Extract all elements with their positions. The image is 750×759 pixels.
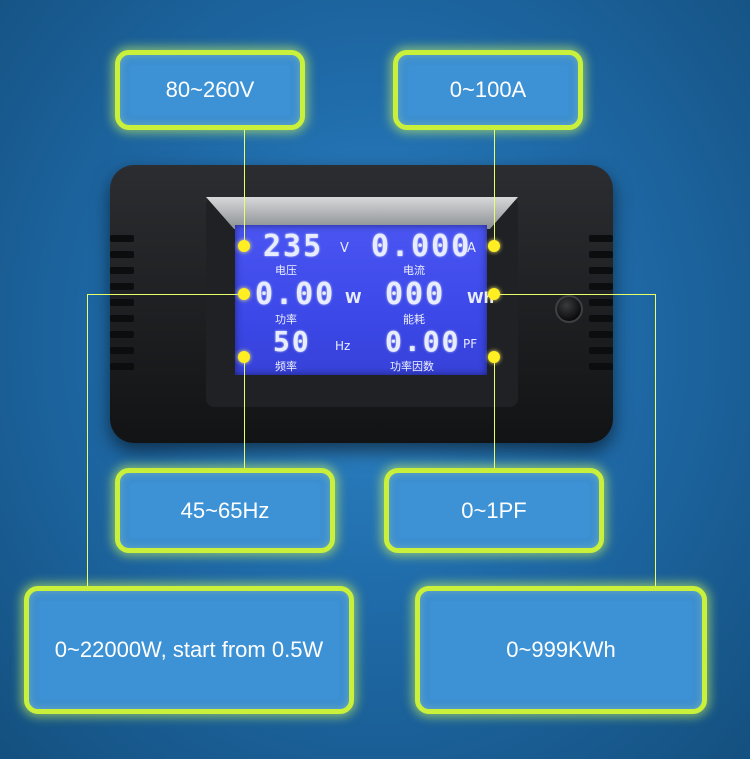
voltage-reading: 235 [263, 229, 324, 264]
frequency-range-text: 45~65Hz [180, 497, 270, 523]
leader-line [494, 357, 495, 468]
vent-slot [589, 331, 613, 338]
current-marker-dot [488, 240, 500, 252]
pf-unit: PF [463, 337, 478, 351]
energy-unit: Wh [467, 289, 495, 307]
pf-reading: 0.00 [385, 325, 461, 358]
current-label: 电流 [403, 264, 425, 277]
energy-label: 能耗 [403, 313, 425, 326]
power-factor-range-callout: 0~1PF [384, 468, 604, 553]
vent-slot [589, 315, 613, 322]
callout-inner-panel [130, 65, 290, 115]
callout-inner-panel [39, 601, 339, 699]
current-unit: A [467, 241, 476, 256]
leader-line [244, 130, 245, 246]
voltage-marker-dot [238, 240, 250, 252]
callout-inner-panel [408, 65, 568, 115]
voltage-label: 电压 [275, 264, 297, 277]
power-marker-dot [238, 288, 250, 300]
power-range-callout: 0~22000W, start from 0.5W [24, 586, 354, 714]
vent-slot [589, 235, 613, 242]
vent-slot [110, 251, 134, 258]
voltage-range-callout: 80~260V [115, 50, 305, 130]
energy-range-text: 0~999KWh [506, 637, 616, 662]
vent-slot [110, 267, 134, 274]
energy-marker-dot [488, 288, 500, 300]
current-range-callout: 0~100A [393, 50, 583, 130]
power-reading: 0.00 [255, 277, 336, 312]
pf-label: 功率因数 [390, 360, 434, 373]
vent-slot [589, 347, 613, 354]
energy-reading: 000 [385, 277, 446, 312]
vent-slot [589, 251, 613, 258]
callout-inner-panel [130, 483, 320, 538]
frequency-reading: 50 [273, 325, 311, 358]
callout-inner-panel [430, 601, 692, 699]
vent-slot [110, 299, 134, 306]
current-range-text: 0~100A [449, 77, 527, 102]
leader-line [244, 357, 245, 468]
vent-slot [589, 283, 613, 290]
vent-slot [110, 283, 134, 290]
voltage-range-text: 80~260V [165, 77, 255, 102]
vent-slot [589, 299, 613, 306]
power-unit: W [345, 289, 362, 307]
vent-slot [589, 363, 613, 370]
bezel-highlight [206, 197, 518, 229]
frequency-marker-dot [238, 351, 250, 363]
leader-line [494, 130, 495, 246]
vent-slot [110, 235, 134, 242]
voltage-unit: V [340, 241, 349, 256]
vent-slot [110, 315, 134, 322]
power-label: 功率 [275, 313, 297, 326]
power-meter-device: 235 V 电压 0.000 A 电流 0.00 W 功率 000 Wh 能耗 … [110, 165, 613, 443]
lcd-screen: 235 V 电压 0.000 A 电流 0.00 W 功率 000 Wh 能耗 … [235, 225, 494, 375]
leader-line [87, 294, 245, 295]
frequency-range-callout: 45~65Hz [115, 468, 335, 553]
leader-line [494, 294, 656, 295]
reset-button[interactable] [555, 295, 583, 323]
pf-marker-dot [488, 351, 500, 363]
leader-line [87, 294, 88, 586]
vent-slot [110, 331, 134, 338]
power-factor-range-text: 0~1PF [461, 497, 527, 523]
vent-slot [110, 363, 134, 370]
energy-range-callout: 0~999KWh [415, 586, 707, 714]
current-reading: 0.000 [371, 229, 472, 264]
frequency-label: 频率 [275, 360, 297, 373]
power-range-text: 0~22000W, start from 0.5W [54, 637, 324, 662]
vent-slot [110, 347, 134, 354]
frequency-unit: Hz [335, 339, 351, 353]
vent-slot [589, 267, 613, 274]
leader-line [655, 294, 656, 586]
callout-inner-panel [399, 483, 589, 538]
